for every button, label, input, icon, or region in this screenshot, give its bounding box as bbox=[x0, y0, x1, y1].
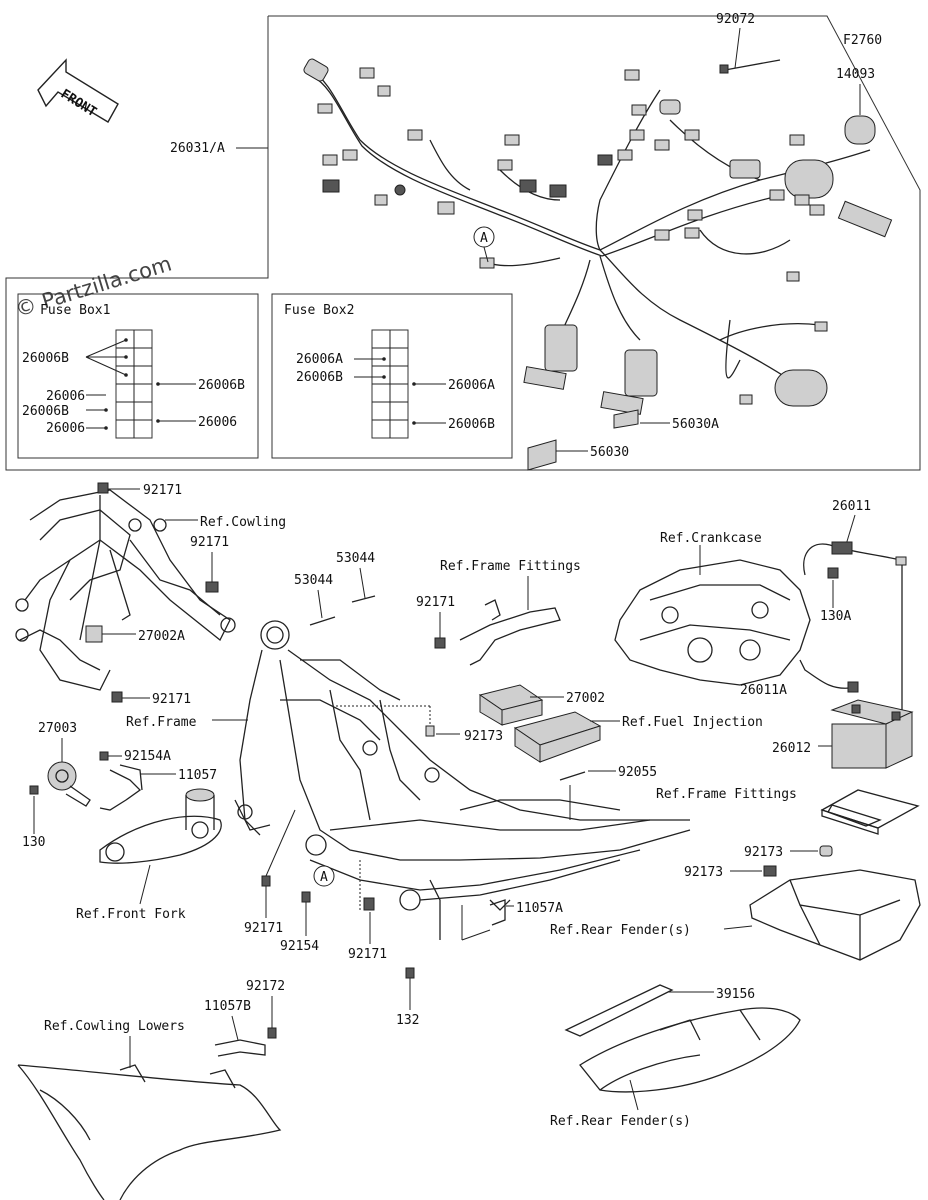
part-39156-sheet bbox=[564, 984, 674, 1037]
label-92171-f: 92171 bbox=[348, 947, 387, 962]
battery-26012 bbox=[830, 699, 914, 769]
callout-marker-a-top: A bbox=[473, 226, 495, 263]
label-132: 132 bbox=[396, 1013, 419, 1028]
label-26011: 26011 bbox=[832, 499, 871, 514]
svg-text:A: A bbox=[320, 870, 328, 885]
wiring-harness bbox=[303, 58, 893, 471]
fuse-box1-grid bbox=[85, 329, 196, 439]
figure-code: F2760 bbox=[843, 33, 882, 48]
main-frame-drawing bbox=[234, 620, 691, 940]
label-ref-cowling-lowers: Ref.Cowling Lowers bbox=[44, 1019, 185, 1034]
label-92173-center: 92173 bbox=[464, 729, 503, 744]
front-arrow-icon: FRONT bbox=[37, 58, 119, 123]
ecu-bracket bbox=[513, 711, 602, 763]
label-ref-crankcase: Ref.Crankcase bbox=[660, 531, 762, 546]
frame-fittings-bracket bbox=[459, 599, 561, 666]
label-92171-b: 92171 bbox=[190, 535, 229, 550]
svg-text:A: A bbox=[480, 231, 488, 246]
fuse-box1-frame bbox=[17, 293, 259, 459]
label-ref-rear-fender-1: Ref.Rear Fender(s) bbox=[550, 923, 691, 938]
label-39156: 39156 bbox=[716, 987, 755, 1002]
battery-tray-drawing bbox=[749, 869, 921, 961]
label-11057A: 11057A bbox=[516, 901, 563, 916]
label-92171-d: 92171 bbox=[416, 595, 455, 610]
label-ref-frame: Ref.Frame bbox=[126, 715, 197, 730]
label-92172: 92172 bbox=[246, 979, 285, 994]
label-92154A: 92154A bbox=[124, 749, 171, 764]
label-92072: 92072 bbox=[716, 12, 755, 27]
label-92171-e: 92171 bbox=[244, 921, 283, 936]
bracket-11057B bbox=[214, 1039, 266, 1057]
front-fork-clamp bbox=[99, 788, 222, 864]
fuse-box2-label-26006A-right: 26006A bbox=[448, 378, 495, 393]
cable-26011A bbox=[799, 659, 859, 693]
label-92171-c: 92171 bbox=[152, 692, 191, 707]
label-11057: 11057 bbox=[178, 768, 217, 783]
label-130A: 130A bbox=[820, 609, 851, 624]
fuse-box2-frame bbox=[271, 293, 513, 459]
label-ref-front-fork: Ref.Front Fork bbox=[76, 907, 186, 922]
fuse-box1-title: Fuse Box1 bbox=[40, 303, 110, 318]
label-92171-a: 92171 bbox=[143, 483, 182, 498]
label-26011A: 26011A bbox=[740, 683, 787, 698]
part-92072-tie bbox=[719, 59, 781, 74]
fuse-box1-label-26006B-left: 26006B bbox=[22, 351, 69, 366]
fuse-box2-grid bbox=[354, 329, 446, 439]
callout-marker-a-bottom: A bbox=[313, 865, 335, 887]
label-11057B: 11057B bbox=[204, 999, 251, 1014]
part-14093-cap bbox=[844, 115, 876, 145]
part-27002A bbox=[85, 625, 103, 643]
label-27002A: 27002A bbox=[138, 629, 185, 644]
cable-26011 bbox=[803, 541, 907, 712]
rear-fender-drawing bbox=[579, 1007, 801, 1093]
cowling-lower-drawing bbox=[17, 1064, 282, 1200]
horn-27003 bbox=[47, 761, 91, 807]
label-ref-fuel-injection: Ref.Fuel Injection bbox=[622, 715, 763, 730]
bracket-11057A bbox=[489, 899, 506, 926]
label-56030: 56030 bbox=[590, 445, 629, 460]
label-27003: 27003 bbox=[38, 721, 77, 736]
label-ref-frame-fittings-1: Ref.Frame Fittings bbox=[440, 559, 581, 574]
label-130: 130 bbox=[22, 835, 45, 850]
fuse-box2-label-26006B-right: 26006B bbox=[448, 417, 495, 432]
ecu-27002 bbox=[478, 684, 544, 726]
label-92154: 92154 bbox=[280, 939, 319, 954]
label-ref-frame-fittings-2: Ref.Frame Fittings bbox=[656, 787, 797, 802]
part-92171-top bbox=[97, 482, 109, 494]
label-27002: 27002 bbox=[566, 691, 605, 706]
fuse-box2-label-26006A-left: 26006A bbox=[296, 352, 343, 367]
label-26031A: 26031/A bbox=[170, 141, 225, 156]
fuse-box1-label-26006B-right: 26006B bbox=[198, 378, 245, 393]
fuse-box1-label-26006-b: 26006 bbox=[46, 421, 85, 436]
frame-fittings-tray bbox=[820, 789, 920, 835]
label-53044-right: 53044 bbox=[336, 551, 375, 566]
cowling-stay-drawing bbox=[15, 489, 236, 691]
label-26012: 26012 bbox=[772, 741, 811, 756]
fuse-box1-label-26006-right: 26006 bbox=[198, 415, 237, 430]
label-92173-upper: 92173 bbox=[744, 845, 783, 860]
bracket-11057 bbox=[99, 764, 143, 811]
harness-box-outline bbox=[5, 15, 921, 471]
label-53044-left: 53044 bbox=[294, 573, 333, 588]
label-56030A: 56030A bbox=[672, 417, 719, 432]
part-92171-left bbox=[111, 691, 123, 703]
fuse-box2-title: Fuse Box2 bbox=[284, 303, 354, 318]
label-92173-lower: 92173 bbox=[684, 865, 723, 880]
label-ref-cowling: Ref.Cowling bbox=[200, 515, 286, 530]
label-ref-rear-fender-2: Ref.Rear Fender(s) bbox=[550, 1114, 691, 1129]
label-14093: 14093 bbox=[836, 67, 875, 82]
fuse-box2-label-26006B-left: 26006B bbox=[296, 370, 343, 385]
fuse-box1-label-26006-a: 26006 bbox=[46, 389, 85, 404]
crankcase-drawing bbox=[614, 545, 811, 686]
label-92055: 92055 bbox=[618, 765, 657, 780]
fuse-box1-label-26006B-b: 26006B bbox=[22, 404, 69, 419]
